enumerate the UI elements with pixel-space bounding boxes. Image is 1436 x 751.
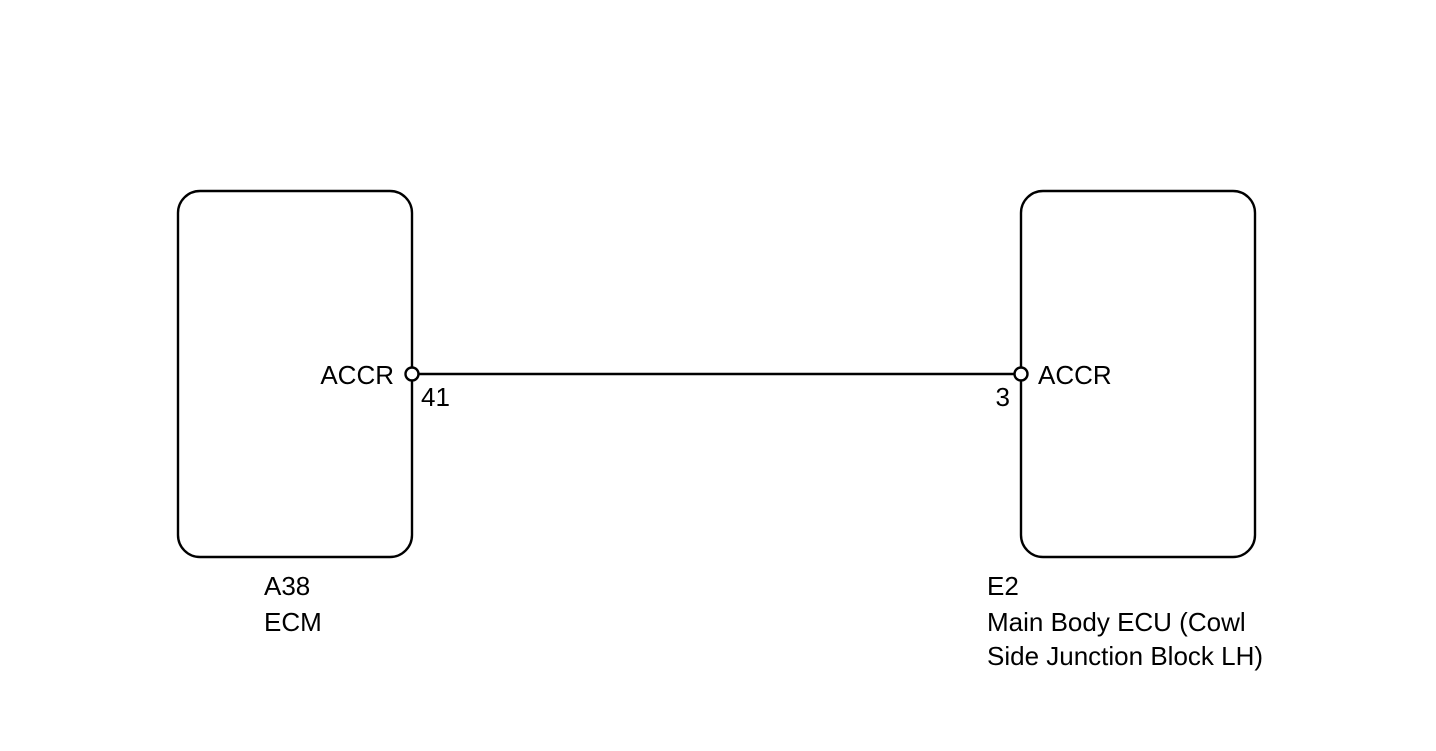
ecm-terminal-signal: ACCR [320,360,394,390]
main-body-ecu-terminal-pin-marker [1013,366,1029,382]
ecm-connector-code: A38 [264,571,310,601]
main-body-ecu-connector-code: E2 [987,571,1019,601]
ecm-terminal-pin-marker [404,366,420,382]
main-body-ecu-terminal-pin: 3 [996,382,1010,412]
component-main-body-ecu: ACCR 3 E2 Main Body ECU (Cowl Side Junct… [987,189,1263,671]
component-ecm: ACCR 41 A38 ECM [176,189,450,637]
main-body-ecu-name-line-1: Main Body ECU (Cowl [987,607,1246,637]
main-body-ecu-name-line-2: Side Junction Block LH) [987,641,1263,671]
ecm-name: ECM [264,607,322,637]
main-body-ecu-terminal-signal: ACCR [1038,360,1112,390]
ecm-terminal-pin: 41 [421,382,450,412]
